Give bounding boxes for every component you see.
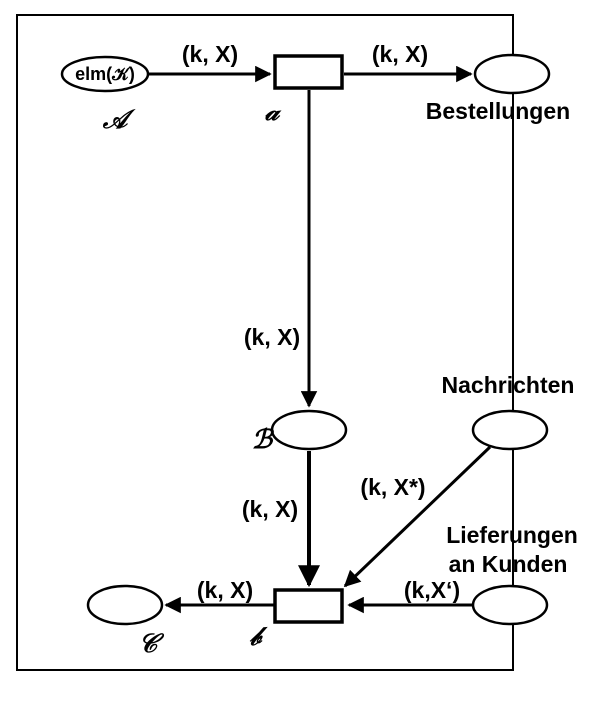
arc-label-lieferungen-to-transition-b: (k,X‘) bbox=[404, 577, 460, 603]
place-bestellungen-label: Bestellungen bbox=[426, 98, 570, 124]
arc-label-transition-a-to-b: (k, X) bbox=[244, 324, 300, 350]
place-lieferungen bbox=[471, 584, 549, 626]
place-c bbox=[86, 584, 164, 626]
place-b bbox=[270, 409, 348, 451]
arc-nachrichten-to-transition-b bbox=[343, 445, 492, 588]
transition-b-label: 𝒷 bbox=[249, 622, 268, 652]
place-lieferungen-label-line2: an Kunden bbox=[449, 551, 568, 577]
arc-label-nachrichten-to-transition-b: (k, X*) bbox=[360, 474, 425, 500]
place-lieferungen-label-line1: Lieferungen bbox=[446, 522, 578, 548]
arc-label-transition-b-to-c: (k, X) bbox=[197, 577, 253, 603]
place-b-label: ℬ bbox=[252, 425, 275, 455]
place-a-label: 𝒜 bbox=[102, 105, 137, 135]
place-nachrichten-label: Nachrichten bbox=[442, 372, 575, 398]
transition-b bbox=[273, 588, 344, 624]
place-a-token: elm(𝒦) bbox=[75, 64, 135, 84]
transition-a-label: 𝒶 bbox=[265, 97, 282, 127]
place-nachrichten bbox=[471, 409, 549, 451]
arc-label-b-to-transition-b: (k, X) bbox=[242, 496, 298, 522]
transition-a bbox=[273, 54, 344, 90]
place-c-label: 𝒞 bbox=[139, 629, 165, 659]
arc-label-transition-a-to-bestellungen: (k, X) bbox=[372, 41, 428, 67]
place-bestellungen bbox=[473, 53, 551, 95]
arc-label-a-to-transition-a: (k, X) bbox=[182, 41, 238, 67]
